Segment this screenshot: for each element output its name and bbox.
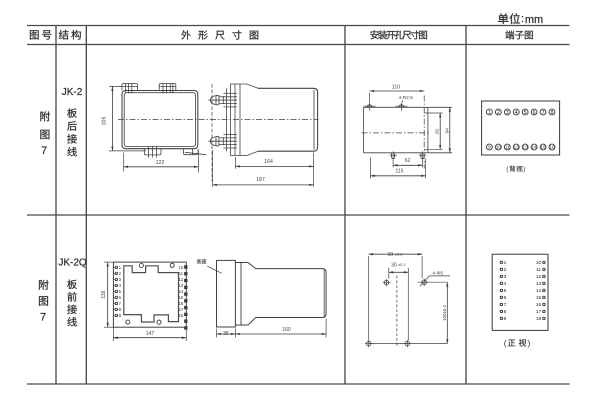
svg-text:164: 164 xyxy=(264,159,273,165)
svg-text:5: 5 xyxy=(504,288,507,294)
svg-text:14: 14 xyxy=(531,145,537,150)
svg-text:4: 4 xyxy=(515,110,518,116)
svg-text:6: 6 xyxy=(504,295,507,301)
svg-text:18: 18 xyxy=(179,313,184,318)
svg-text:11: 11 xyxy=(505,145,510,150)
svg-text:12: 12 xyxy=(536,274,542,280)
svg-text:(: ( xyxy=(506,166,509,173)
svg-text:8: 8 xyxy=(504,309,507,315)
svg-text:13: 13 xyxy=(523,145,529,150)
svg-text:17: 17 xyxy=(179,307,184,312)
svg-text:): ) xyxy=(528,338,531,348)
svg-text:9: 9 xyxy=(504,316,507,322)
svg-text:7: 7 xyxy=(542,110,545,116)
svg-text:7: 7 xyxy=(41,145,47,157)
svg-text:3: 3 xyxy=(504,274,507,280)
svg-text:110: 110 xyxy=(392,84,400,90)
svg-text:2: 2 xyxy=(504,267,507,273)
svg-text:4-Φ5: 4-Φ5 xyxy=(432,270,443,276)
svg-text:13: 13 xyxy=(536,281,542,287)
svg-text:17: 17 xyxy=(536,309,542,315)
svg-text:11: 11 xyxy=(536,267,541,273)
svg-text:118: 118 xyxy=(101,291,107,299)
svg-text:115: 115 xyxy=(396,169,404,175)
svg-text:8: 8 xyxy=(551,110,554,116)
svg-text:94: 94 xyxy=(444,128,450,134)
svg-text:±0.2: ±0.2 xyxy=(398,262,406,267)
svg-text:6: 6 xyxy=(533,110,536,116)
svg-text:(: ( xyxy=(504,338,507,348)
svg-text:JK-2: JK-2 xyxy=(62,87,83,98)
svg-text:9: 9 xyxy=(119,313,122,318)
svg-text:8: 8 xyxy=(119,307,122,312)
svg-text:15: 15 xyxy=(540,145,546,150)
svg-text:1: 1 xyxy=(504,260,507,266)
svg-text:10: 10 xyxy=(536,260,542,266)
svg-text:187: 187 xyxy=(256,177,265,183)
svg-text::: : xyxy=(521,13,524,25)
svg-text:7: 7 xyxy=(504,302,507,308)
svg-text:13: 13 xyxy=(179,283,184,288)
svg-text:11: 11 xyxy=(179,271,184,276)
svg-text:12: 12 xyxy=(514,145,520,150)
svg-text:14: 14 xyxy=(536,288,542,294)
svg-text:7: 7 xyxy=(40,311,46,323)
svg-text:147: 147 xyxy=(146,331,155,337)
svg-text:14: 14 xyxy=(179,289,184,294)
svg-text:16: 16 xyxy=(179,301,184,306)
svg-text:18: 18 xyxy=(536,316,542,322)
svg-text:7: 7 xyxy=(119,301,122,306)
svg-text:16: 16 xyxy=(549,145,555,150)
svg-text:5: 5 xyxy=(524,110,527,116)
svg-text:±0.2: ±0.2 xyxy=(395,252,403,257)
svg-text:122: 122 xyxy=(156,160,165,166)
svg-text:4-R2.5: 4-R2.5 xyxy=(398,95,413,101)
svg-text:2: 2 xyxy=(497,110,500,116)
svg-text:100±0.2: 100±0.2 xyxy=(442,304,447,320)
svg-text:35: 35 xyxy=(223,331,229,337)
svg-text:160: 160 xyxy=(282,327,291,333)
svg-text:16: 16 xyxy=(536,302,542,308)
svg-text:1: 1 xyxy=(119,265,122,270)
svg-text:30: 30 xyxy=(391,262,397,268)
svg-text:82: 82 xyxy=(435,128,441,134)
svg-text:10: 10 xyxy=(496,145,502,150)
svg-text:62: 62 xyxy=(405,158,411,164)
svg-text:2: 2 xyxy=(119,271,122,276)
svg-text:): ) xyxy=(523,166,525,173)
svg-text:10: 10 xyxy=(179,265,184,270)
svg-text:4: 4 xyxy=(119,283,122,288)
svg-text:3: 3 xyxy=(119,277,122,282)
svg-text:4: 4 xyxy=(504,281,507,287)
svg-text:5: 5 xyxy=(119,289,122,294)
svg-text:12: 12 xyxy=(179,277,184,282)
svg-text:15: 15 xyxy=(179,295,184,300)
svg-text:106: 106 xyxy=(102,117,108,126)
svg-text:1: 1 xyxy=(488,110,491,116)
svg-text:mm: mm xyxy=(525,14,543,26)
svg-text:90: 90 xyxy=(388,252,394,258)
svg-text:3: 3 xyxy=(506,110,509,116)
svg-text:15: 15 xyxy=(536,295,542,301)
svg-text:JK-2Q: JK-2Q xyxy=(58,258,87,269)
svg-text:6: 6 xyxy=(119,295,122,300)
svg-text:9: 9 xyxy=(488,145,491,150)
